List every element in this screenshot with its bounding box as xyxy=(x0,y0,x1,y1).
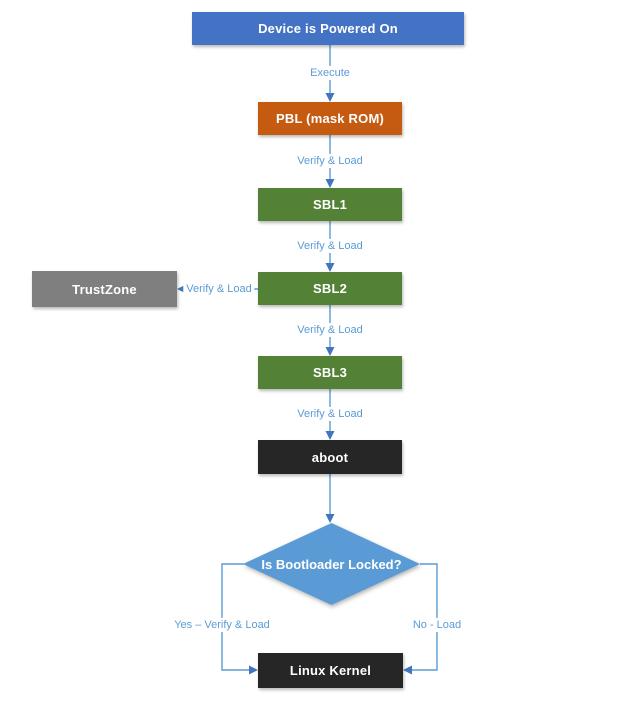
edge-label-verify-load-sbl1-sbl2: Verify & Load xyxy=(294,238,366,254)
decision-diamond-shape: Is Bootloader Locked? xyxy=(243,523,420,605)
node-trustzone-label: TrustZone xyxy=(72,281,137,297)
node-sbl3-label: SBL3 xyxy=(312,365,348,380)
edge-label-execute: Execute xyxy=(307,65,353,81)
edge-label-verify-load-sbl2-sbl3: Verify & Load xyxy=(294,322,366,338)
node-sbl1: SBL1 xyxy=(258,188,402,221)
node-device-label: Device is Powered On xyxy=(258,21,398,36)
edge-label-verify-load-pbl-sbl1: Verify & Load xyxy=(294,153,366,169)
node-pbl-mask-rom: PBL (mask ROM) xyxy=(258,102,402,135)
node-trustzone: TrustZone xyxy=(32,271,177,307)
edge-label-yes-branch: Yes – Verify & Load xyxy=(171,617,273,633)
node-sbl3: SBL3 xyxy=(258,356,402,389)
node-device-powered-on: Device is Powered On xyxy=(192,12,464,45)
node-aboot: aboot xyxy=(258,440,402,474)
edge-label-no-branch: No - Load xyxy=(409,617,465,633)
node-decision-label: Is Bootloader Locked? xyxy=(261,556,402,572)
node-sbl2-label: SBL2 xyxy=(312,281,348,296)
node-aboot-label: aboot xyxy=(311,449,349,465)
node-pbl-label: PBL (mask ROM) xyxy=(275,111,385,126)
node-linux-kernel: Linux Kernel xyxy=(258,653,403,688)
edge-label-verify-load-sbl3-aboot: Verify & Load xyxy=(294,406,366,422)
node-sbl1-label: SBL1 xyxy=(312,197,348,212)
node-sbl2: SBL2 xyxy=(258,272,402,305)
edge-label-verify-load-sbl2-trustzone: Verify & Load xyxy=(183,281,255,297)
node-decision-bootloader-locked: Is Bootloader Locked? xyxy=(243,523,420,605)
node-kernel-label: Linux Kernel xyxy=(289,663,372,678)
connector-aboot-to-decision xyxy=(325,474,335,523)
